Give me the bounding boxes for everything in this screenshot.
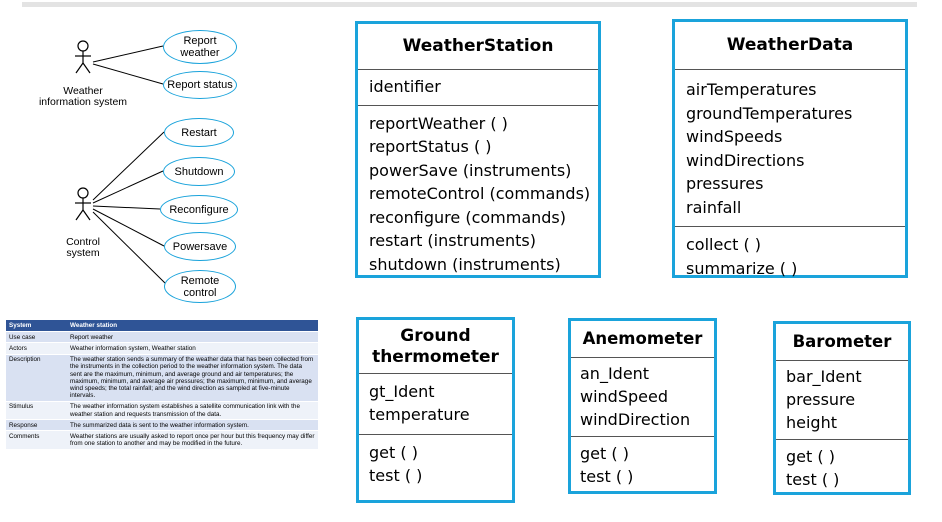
class-attributes: gt_Ident temperature bbox=[359, 374, 512, 435]
class-attribute: windDirections bbox=[686, 150, 805, 170]
class-barometer: Barometer bar_Ident pressure height get … bbox=[773, 321, 911, 495]
class-attributes: identifier bbox=[358, 70, 598, 106]
table-header-value: Weather station bbox=[67, 320, 318, 332]
table-row: Actors Weather information system, Weath… bbox=[6, 342, 318, 355]
class-name: WeatherStation bbox=[358, 24, 598, 70]
use-case-restart: Restart bbox=[164, 118, 234, 147]
use-case-remote-control: Remote control bbox=[164, 270, 236, 303]
class-name: Barometer bbox=[776, 324, 908, 361]
association-lines bbox=[92, 45, 168, 286]
class-attributes: airTemperatures groundTemperatures windS… bbox=[675, 70, 905, 227]
table-row: Use case Report weather bbox=[6, 331, 318, 343]
class-attribute: windDirection bbox=[580, 410, 691, 429]
class-attribute: an_Ident bbox=[580, 364, 650, 383]
table-row: Response The summarized data is sent to … bbox=[6, 419, 318, 431]
assoc-reconfigure bbox=[92, 205, 161, 210]
class-attribute: windSpeed bbox=[580, 387, 668, 406]
table-cell-key: Comments bbox=[6, 430, 67, 449]
class-operation: test ( ) bbox=[580, 467, 634, 486]
class-operation: reportWeather ( ) bbox=[369, 113, 508, 133]
table-cell-value: The summarized data is sent to the weath… bbox=[67, 419, 318, 431]
table-cell-value: The weather station sends a summary of t… bbox=[67, 353, 318, 402]
use-case-description-table: System Weather station Use case Report w… bbox=[6, 320, 318, 449]
table-cell-key: Stimulus bbox=[6, 400, 67, 420]
class-operation: test ( ) bbox=[786, 470, 840, 489]
class-attribute: height bbox=[786, 413, 837, 432]
table-row: Description The weather station sends a … bbox=[6, 353, 318, 402]
class-name-line: thermometer bbox=[372, 347, 499, 367]
class-operation: collect ( ) bbox=[686, 235, 762, 254]
use-case-reconfigure: Reconfigure bbox=[160, 195, 238, 224]
class-operations: get ( ) test ( ) bbox=[571, 437, 714, 492]
use-case-report-weather: Report weather bbox=[163, 30, 237, 64]
class-attribute: rainfall bbox=[686, 197, 742, 217]
table-cell-key: Use case bbox=[6, 331, 67, 343]
table-cell-key: Actors bbox=[6, 342, 67, 355]
table-cell-value: Weather information system, Weather stat… bbox=[67, 342, 318, 355]
class-attribute: gt_Ident bbox=[369, 382, 435, 401]
use-case-powersave: Powersave bbox=[164, 232, 236, 261]
class-attribute: windSpeeds bbox=[686, 127, 783, 146]
class-operations: reportWeather ( ) reportStatus ( ) power… bbox=[358, 106, 598, 281]
class-weatherstation: WeatherStation identifier reportWeather … bbox=[355, 21, 601, 278]
assoc-report-status bbox=[92, 63, 164, 85]
class-anemometer: Anemometer an_Ident windSpeed windDirect… bbox=[568, 318, 717, 494]
class-operation: summarize ( ) bbox=[686, 258, 798, 278]
table-row: Comments Weather stations are usually as… bbox=[6, 430, 318, 449]
assoc-remote-control bbox=[92, 211, 168, 286]
class-operation: remoteControl (commands) bbox=[369, 184, 591, 203]
class-operations: get ( ) test ( ) bbox=[776, 440, 908, 495]
table-header-row: System Weather station bbox=[6, 320, 318, 332]
class-attribute: airTemperatures bbox=[686, 80, 817, 99]
class-attribute: groundTemperatures bbox=[686, 103, 853, 123]
class-attributes: an_Ident windSpeed windDirection bbox=[571, 358, 714, 437]
table-cell-value: Report weather bbox=[67, 331, 318, 343]
table-cell-value: Weather stations are usually asked to re… bbox=[67, 430, 318, 449]
use-case-diagram bbox=[75, 40, 168, 286]
class-weatherdata: WeatherData airTemperatures groundTemper… bbox=[672, 19, 908, 278]
class-attribute: identifier bbox=[369, 77, 441, 96]
class-ground-thermometer: Ground thermometer gt_Ident temperature … bbox=[356, 317, 515, 503]
class-operation: powerSave (instruments) bbox=[369, 160, 572, 180]
use-case-shutdown: Shutdown bbox=[163, 157, 235, 186]
class-operation: get ( ) bbox=[786, 447, 835, 466]
class-operations: get ( ) test ( ) bbox=[359, 435, 512, 491]
class-operation: get ( ) bbox=[580, 444, 629, 463]
class-name-line: Ground bbox=[400, 326, 471, 346]
class-name: WeatherData bbox=[675, 22, 905, 70]
table-cell-key: Response bbox=[6, 419, 67, 431]
assoc-shutdown bbox=[92, 170, 164, 204]
class-operation: get ( ) bbox=[369, 443, 418, 462]
table-header-key: System bbox=[6, 320, 67, 332]
class-operations: collect ( ) summarize ( ) bbox=[675, 227, 905, 284]
table-row: Stimulus The weather information system … bbox=[6, 400, 318, 420]
actor-weather-information-system-figure bbox=[75, 40, 91, 74]
class-operation: shutdown (instruments) bbox=[369, 254, 561, 274]
class-name: Ground thermometer bbox=[359, 320, 512, 374]
class-operation: restart (instruments) bbox=[369, 231, 536, 250]
table-cell-key: Description bbox=[6, 353, 67, 402]
class-attribute: temperature bbox=[369, 405, 470, 424]
class-attributes: bar_Ident pressure height bbox=[776, 361, 908, 440]
class-operation: reconfigure (commands) bbox=[369, 207, 567, 227]
assoc-report-weather bbox=[92, 45, 164, 63]
class-attribute: pressures bbox=[686, 174, 764, 193]
actor-control-system-figure bbox=[75, 187, 91, 221]
top-divider bbox=[22, 2, 917, 7]
class-name: Anemometer bbox=[571, 321, 714, 358]
assoc-powersave bbox=[92, 208, 165, 247]
actor-label-weather-information-system: Weather information system bbox=[38, 85, 128, 108]
class-attribute: bar_Ident bbox=[786, 367, 862, 386]
table-cell-value: The weather information system establish… bbox=[67, 400, 318, 420]
assoc-restart bbox=[92, 131, 165, 201]
class-operation: reportStatus ( ) bbox=[369, 137, 492, 156]
actor-label-control-system: Control system bbox=[66, 236, 100, 259]
class-attribute: pressure bbox=[786, 390, 856, 409]
class-operation: test ( ) bbox=[369, 466, 423, 485]
use-case-report-status: Report status bbox=[163, 71, 237, 99]
